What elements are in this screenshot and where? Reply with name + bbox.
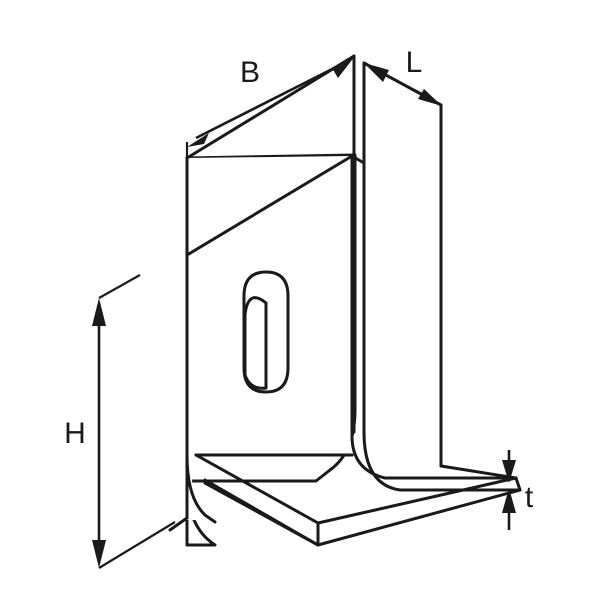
slot-outer-outline <box>242 270 290 394</box>
dimension-L-arrowhead-right <box>418 89 442 106</box>
dimension-H-arrowhead-top <box>92 298 106 326</box>
dimension-L-arrowhead-left <box>364 63 389 82</box>
dimension-B: B <box>185 56 355 260</box>
dimension-L: L <box>364 46 442 106</box>
plate-bottom-left-radius <box>185 453 217 524</box>
flange-right-thickness <box>514 476 522 492</box>
dimension-H-extension-top <box>98 274 141 299</box>
vertical-plate-body <box>187 156 352 520</box>
plate-front-top-edge <box>185 154 354 257</box>
slot-inner-arc-bottom <box>243 373 268 390</box>
dimension-t-arrowhead-top <box>502 460 516 483</box>
bend-radius-outer <box>350 434 518 480</box>
part-geometry <box>168 54 522 547</box>
plate-top-thickness-edge <box>350 154 366 165</box>
slot-inner-arc-top <box>243 296 268 317</box>
dimension-B-line <box>195 59 349 140</box>
dimension-L-label: L <box>406 46 423 79</box>
bend-radius-inner <box>362 161 522 492</box>
dimension-t: t <box>502 450 534 530</box>
dimension-B-arrowhead-right <box>332 56 355 78</box>
dimension-H-extension-bottom <box>98 521 176 569</box>
slot-feature <box>242 270 290 394</box>
dimension-B-arrowhead-left <box>187 133 209 147</box>
dimension-H: H <box>64 274 176 569</box>
flange-bottom-right-tip <box>439 464 518 480</box>
dimension-t-label: t <box>525 481 534 514</box>
dimension-t-arrowhead-bottom <box>502 488 516 513</box>
plate-bottom-left-tick <box>168 516 189 532</box>
dimension-B-label: B <box>240 56 260 89</box>
dimension-H-label: H <box>64 417 86 450</box>
dimension-H-arrowhead-bottom <box>92 540 106 568</box>
